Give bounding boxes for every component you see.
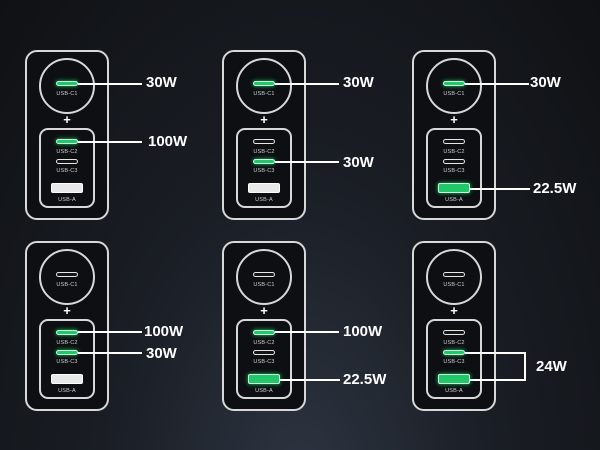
- lower-port-panel: [236, 128, 292, 208]
- c3-leader-line: [465, 352, 526, 354]
- usb-c1-label: USB-C1: [253, 91, 275, 97]
- lower-port-panel: [236, 319, 292, 399]
- usb-a-port: [51, 374, 83, 384]
- usb-c2-label: USB-C2: [56, 149, 78, 155]
- usb-a-port: [438, 183, 470, 193]
- plus-sign: +: [450, 303, 458, 318]
- usb-c3-port: [56, 350, 78, 355]
- usb-a-port: [248, 374, 280, 384]
- usb-c3-label: USB-C3: [253, 359, 275, 365]
- c1-leader-line: [465, 83, 529, 85]
- c3-output-label: 30W: [146, 345, 177, 362]
- lower-port-panel: [39, 128, 95, 208]
- a-leader-line: [470, 379, 526, 381]
- usb-c2-label: USB-C2: [253, 149, 275, 155]
- usb-c3-label: USB-C3: [443, 168, 465, 174]
- a-output-label: 22.5W: [343, 371, 387, 388]
- plus-sign: +: [260, 303, 268, 318]
- c1-output-label: 30W: [146, 74, 177, 91]
- usb-a-port: [438, 374, 470, 384]
- usb-c3-port: [443, 159, 465, 164]
- shared-output-label: 24W: [536, 358, 567, 375]
- usb-c1-disc: [426, 58, 482, 114]
- a-output-label: 22.5W: [533, 180, 577, 197]
- charger-config-6: USB-C1 + USB-C2 USB-C3 USB-A: [412, 241, 496, 411]
- plus-sign: +: [260, 112, 268, 127]
- usb-c3-label: USB-C3: [56, 168, 78, 174]
- c2-leader-line: [275, 331, 339, 333]
- usb-c1-disc: [236, 58, 292, 114]
- plus-sign: +: [450, 112, 458, 127]
- usb-c1-port: [253, 272, 275, 277]
- usb-c3-port: [253, 159, 275, 164]
- c1-output-label: 30W: [343, 74, 374, 91]
- usb-c2-label: USB-C2: [56, 340, 78, 346]
- usb-c3-port: [253, 350, 275, 355]
- usb-c3-label: USB-C3: [443, 359, 465, 365]
- a-leader-line: [280, 379, 340, 381]
- usb-c1-disc: [39, 249, 95, 305]
- usb-c2-label: USB-C2: [443, 340, 465, 346]
- usb-c1-label: USB-C1: [443, 282, 465, 288]
- usb-c2-port: [56, 139, 78, 144]
- usb-c1-port: [443, 272, 465, 277]
- usb-a-port: [51, 183, 83, 193]
- usb-c2-port: [443, 330, 465, 335]
- usb-c1-disc: [236, 249, 292, 305]
- usb-c2-label: USB-C2: [253, 340, 275, 346]
- usb-c2-port: [443, 139, 465, 144]
- charger-config-1: USB-C1 + USB-C2 USB-C3 USB-A: [25, 50, 109, 220]
- usb-c3-label: USB-C3: [56, 359, 78, 365]
- usb-c1-port: [56, 272, 78, 277]
- c3-leader-line: [275, 161, 339, 163]
- charger-config-2: USB-C1 + USB-C2 USB-C3 USB-A: [222, 50, 306, 220]
- usb-c2-port: [253, 139, 275, 144]
- usb-a-port: [248, 183, 280, 193]
- c1-leader-line: [275, 83, 339, 85]
- c3-leader-line: [78, 352, 142, 354]
- usb-c1-label: USB-C1: [56, 91, 78, 97]
- a-leader-line: [470, 188, 530, 190]
- usb-c1-label: USB-C1: [443, 91, 465, 97]
- shared-bracket-line: [524, 352, 526, 381]
- lower-port-panel: [39, 319, 95, 399]
- usb-a-label: USB-A: [58, 388, 76, 394]
- usb-a-label: USB-A: [255, 197, 273, 203]
- c3-output-label: 30W: [343, 154, 374, 171]
- c2-leader-line: [78, 141, 142, 143]
- plus-sign: +: [63, 112, 71, 127]
- usb-c1-port: [253, 81, 275, 86]
- charger-config-5: USB-C1 + USB-C2 USB-C3 USB-A: [222, 241, 306, 411]
- usb-c1-port: [56, 81, 78, 86]
- c2-leader-line: [78, 331, 142, 333]
- c2-output-label: 100W: [343, 323, 383, 340]
- usb-c2-port: [253, 330, 275, 335]
- usb-c1-label: USB-C1: [253, 282, 275, 288]
- usb-c3-label: USB-C3: [253, 168, 275, 174]
- usb-a-label: USB-A: [58, 197, 76, 203]
- usb-c1-port: [443, 81, 465, 86]
- charger-config-4: USB-C1 + USB-C2 USB-C3 USB-A: [25, 241, 109, 411]
- usb-c2-label: USB-C2: [443, 149, 465, 155]
- usb-c1-disc: [39, 58, 95, 114]
- c2-output-label: 100W: [148, 133, 188, 150]
- usb-c3-port: [443, 350, 465, 355]
- usb-a-label: USB-A: [445, 388, 463, 394]
- usb-c1-label: USB-C1: [56, 282, 78, 288]
- c2-output-label: 100W: [144, 323, 184, 340]
- c1-leader-line: [78, 83, 142, 85]
- usb-c2-port: [56, 330, 78, 335]
- charger-config-3: USB-C1 + USB-C2 USB-C3 USB-A: [412, 50, 496, 220]
- usb-a-label: USB-A: [445, 197, 463, 203]
- c1-output-label: 30W: [530, 74, 561, 91]
- usb-a-label: USB-A: [255, 388, 273, 394]
- lower-port-panel: [426, 319, 482, 399]
- lower-port-panel: [426, 128, 482, 208]
- plus-sign: +: [63, 303, 71, 318]
- usb-c3-port: [56, 159, 78, 164]
- usb-c1-disc: [426, 249, 482, 305]
